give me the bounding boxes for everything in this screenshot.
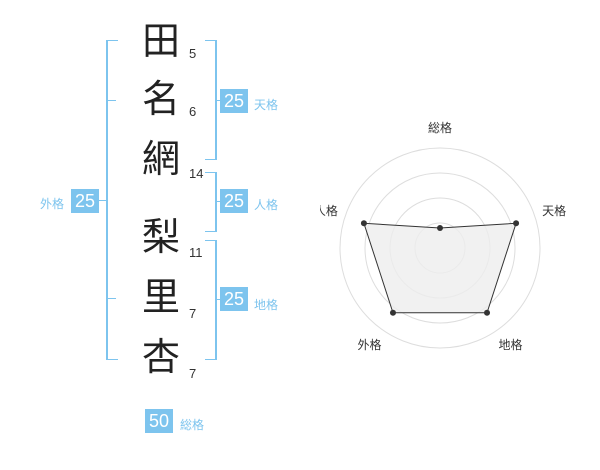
radar-point-5 [360,220,367,227]
tenkaku-connector [215,100,221,101]
gaikaku-bracket [106,40,118,360]
bracket-tick [106,100,116,101]
name-char-6: 杏 [141,335,180,379]
jinkaku-value: 25 [220,189,249,213]
jinkaku-bracket [205,172,217,232]
stroke-count-1: 5 [189,46,197,61]
chikaku-label: 地格 [254,298,279,312]
gaikaku-connector [96,200,106,201]
jinkaku-connector [215,201,221,202]
jinkaku-label: 人格 [254,198,279,212]
radar-polygon [363,222,517,314]
name-char-2: 名 [141,77,180,121]
radar-point-3 [484,309,491,316]
chikaku-bracket [205,240,217,360]
tenkaku-value: 25 [220,89,249,113]
gaikaku-value: 25 [71,189,100,213]
radar-ring [364,172,516,324]
radar-axis-label: 天格 [542,203,566,218]
radar-point-4 [389,309,396,316]
radar-axis-label: 外格 [357,337,381,352]
soukaku-label: 総格 [180,418,205,432]
name-char-1: 田 [141,19,180,63]
stroke-count-4: 11 [189,245,203,260]
chikaku-connector [215,299,221,300]
name-char-5: 里 [141,275,180,319]
bracket-tick [106,298,116,299]
name-char-4: 梨 [141,215,180,259]
radar-ring [339,147,541,349]
name-char-3: 網 [141,137,180,181]
radar-axis-label: 総格 [428,120,452,135]
radar-axis-label: 地格 [499,337,523,352]
tenkaku-label: 天格 [254,98,279,112]
soukaku-value: 50 [145,409,174,433]
stroke-count-6: 7 [189,366,197,381]
radar-point-2 [513,220,520,227]
radar-points [360,220,520,316]
radar-point-1 [437,225,443,231]
stroke-count-5: 7 [189,306,197,321]
stroke-count-2: 6 [189,104,197,119]
chikaku-value: 25 [220,287,249,311]
stroke-count-3: 14 [189,166,204,181]
radar-axis-label: 人格 [320,203,338,218]
gaikaku-label: 外格 [40,197,65,211]
